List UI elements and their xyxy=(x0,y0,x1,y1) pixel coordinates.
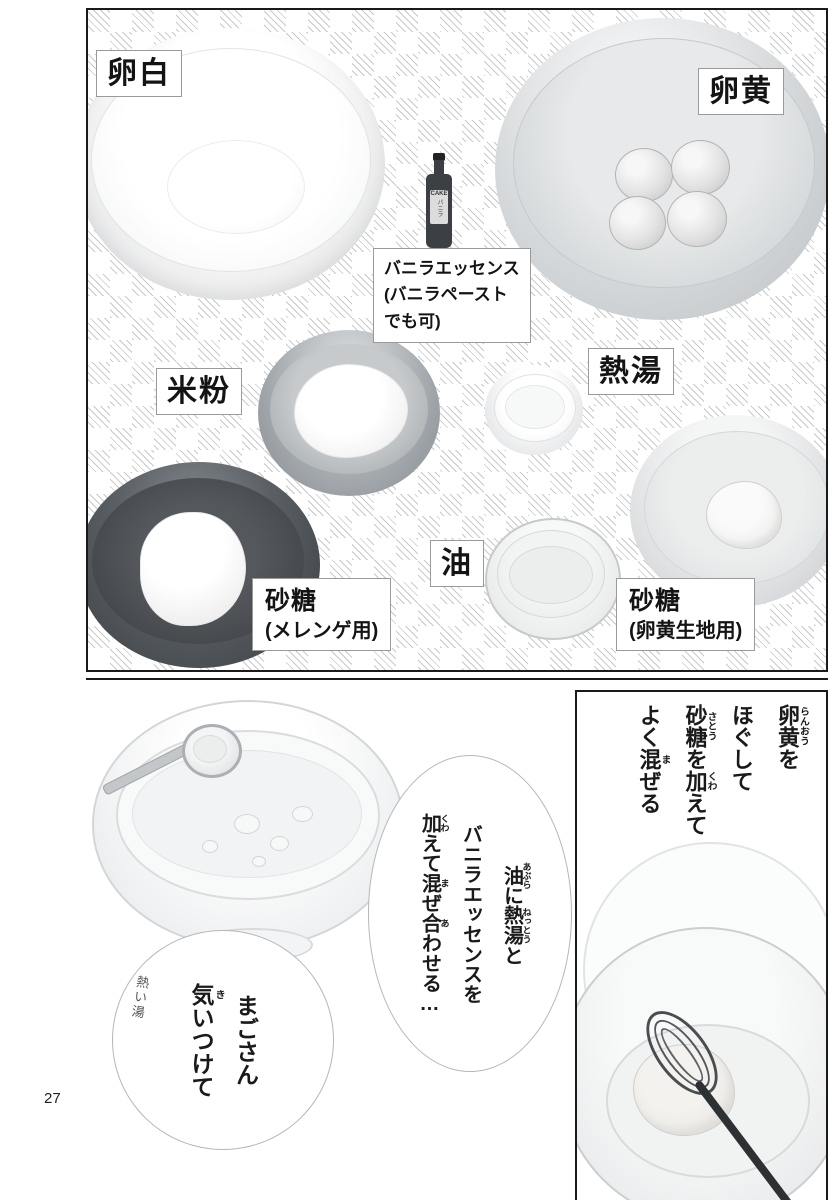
liquid-droplet xyxy=(252,856,266,867)
egg-yolk-label: 卵黄 xyxy=(698,68,784,115)
page-number: 27 xyxy=(44,1090,61,1107)
vanilla-label-line3: でも可) xyxy=(384,311,441,331)
bottle-neck xyxy=(434,160,444,176)
mixing-bowl xyxy=(92,700,404,962)
vanilla-label-line1: バニラエッセンス xyxy=(384,259,520,278)
bottle-body: CAKE バニラ xyxy=(426,174,452,248)
rice-flour-bowl xyxy=(258,330,440,496)
vanilla-bottle: CAKE バニラ xyxy=(426,153,452,249)
panel-divider-line xyxy=(86,678,828,680)
sugar-meringue-bowl xyxy=(88,462,320,668)
liquid-droplet xyxy=(234,814,260,834)
whisking-bowl xyxy=(577,927,826,1200)
whisk-handle xyxy=(693,1079,812,1200)
warning-bubble: まごさん気きいつけて xyxy=(112,930,334,1150)
vtext-line: よく混まぜる xyxy=(636,704,671,814)
liquid-droplet xyxy=(202,840,218,853)
sugar-yolk-bowl xyxy=(630,415,826,607)
speech-bubble: 油あぶらに熱湯ねっとうとバニラエッセンスを加くわえて混まぜ合あわせる… xyxy=(368,755,572,1072)
sugar-meringue-label-line1: 砂糖 xyxy=(265,587,318,615)
spoon-liquid xyxy=(193,735,227,763)
speech-bubble-text: 油あぶらに熱湯ねっとうとバニラエッセンスを加くわえて混まぜ合あわせる… xyxy=(409,813,532,1015)
hot-water-label: 熱湯 xyxy=(588,348,674,395)
vtext-line: 加くわえて混まぜ合あわせる… xyxy=(418,812,450,1015)
oil-bowl xyxy=(485,518,621,640)
vtext-line: 油あぶらに熱湯ねっとうと xyxy=(500,861,532,966)
rice-flour-label: 米粉 xyxy=(156,368,242,415)
sugar-yolk-label: 砂糖 (卵黄生地用) xyxy=(616,578,756,651)
oil-label: 油 xyxy=(430,540,484,587)
vtext-line: まごさん xyxy=(232,994,259,1086)
hot-water-surface xyxy=(505,385,565,429)
sugar-meringue-label-line2: (メレンゲ用) xyxy=(265,619,379,642)
egg-yolk xyxy=(671,140,730,195)
spoon-head xyxy=(182,724,242,778)
instruction-text: 卵黄らんおうをほぐして砂糖さとうを加くわえてよく混まぜる xyxy=(625,704,810,836)
vanilla-label: バニラエッセンス (バニラペースト でも可) xyxy=(373,248,531,344)
vtext-line: バニラエッセンスを xyxy=(459,823,482,1004)
egg-yolk xyxy=(609,196,666,250)
yolk-mixture xyxy=(633,1044,735,1136)
oil-surface xyxy=(509,546,593,604)
egg-yolk-bowl xyxy=(495,18,826,320)
sugar-yolk-mound xyxy=(706,481,782,549)
warning-bubble-text: まごさん気きいつけて xyxy=(179,983,266,1098)
hot-water-bowl xyxy=(485,365,583,455)
vtext-line: 砂糖さとうを加くわえて xyxy=(682,704,717,836)
bottle-cap xyxy=(433,153,445,161)
ingredients-panel: CAKE バニラ xyxy=(86,8,828,672)
sugar-meringue-mound xyxy=(140,512,246,626)
instruction-panel: 卵黄らんおうをほぐして砂糖さとうを加くわえてよく混まぜる xyxy=(575,690,828,1200)
vanilla-label-line2: (バニラペースト xyxy=(384,285,508,305)
liquid-droplet xyxy=(270,836,289,851)
rice-flour-mound xyxy=(294,364,408,458)
bottle-label-text: CAKE xyxy=(430,191,448,197)
sugar-yolk-label-line2: (卵黄生地用) xyxy=(629,619,743,642)
egg-yolk xyxy=(667,191,727,247)
sugar-yolk-label-line1: 砂糖 xyxy=(629,587,682,615)
egg-white-label: 卵白 xyxy=(96,50,182,97)
vtext-line: 卵黄らんおうを xyxy=(775,704,809,770)
bottle-label-text-2: バニラ xyxy=(436,199,442,217)
vtext-line: ほぐして xyxy=(728,704,754,792)
egg-white-batter xyxy=(167,140,305,234)
measuring-spoon xyxy=(86,680,286,840)
vtext-line: 気きいつけて xyxy=(188,982,224,1098)
mixing-panel: 油あぶらに熱湯ねっとうとバニラエッセンスを加くわえて混まぜ合あわせる… まごさん… xyxy=(86,680,828,1200)
liquid-droplet xyxy=(292,806,313,822)
bottle-paper-label: CAKE バニラ xyxy=(430,190,448,224)
sugar-meringue-label: 砂糖 (メレンゲ用) xyxy=(252,578,392,651)
egg-yolk xyxy=(615,148,673,202)
